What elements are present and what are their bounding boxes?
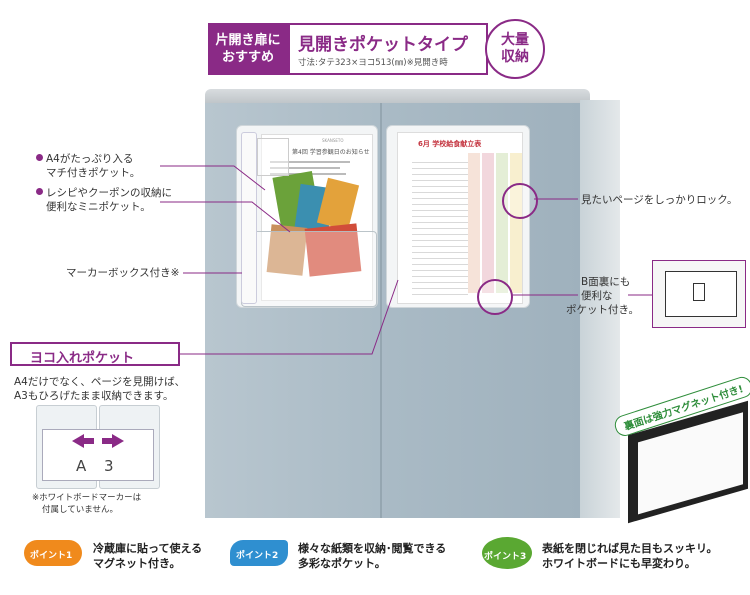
recommend-line1: 片開き扉に bbox=[215, 33, 281, 48]
capacity-badge: 大量 収納 bbox=[485, 19, 545, 79]
point2-text: 様々な紙類を収納･閲覧できる 多彩なポケット。 bbox=[298, 541, 446, 571]
point3-text: 表紙を閉じれば見た目もスッキリ。 ホワイトボードにも早変わり。 bbox=[542, 541, 718, 571]
callout-bside-line2: 便利な bbox=[581, 290, 613, 302]
point3-icon: ポイント3 bbox=[482, 537, 532, 569]
file-right-page: 6月 学校給食献立表 bbox=[386, 125, 530, 308]
menu-column bbox=[468, 153, 480, 293]
lock-magnifier bbox=[502, 183, 538, 219]
mini-pocket bbox=[257, 138, 289, 176]
gusset-pocket bbox=[241, 231, 377, 307]
right-document: 6月 学校給食献立表 bbox=[397, 132, 523, 304]
point3-badge: ポイント3 bbox=[484, 552, 527, 562]
bside-inset bbox=[652, 260, 746, 328]
point1-badge: ポイント1 bbox=[30, 551, 73, 561]
title-box: 見開きポケットタイプ 寸法:タテ323×ヨコ513(㎜)※見開き時 bbox=[288, 23, 488, 75]
point1-line2: マグネット付き。 bbox=[93, 557, 181, 570]
bside-clip bbox=[693, 283, 705, 301]
capacity-line1: 大量 bbox=[501, 32, 529, 48]
menu-column bbox=[496, 153, 508, 293]
menu-column bbox=[482, 153, 494, 293]
menu-rows bbox=[412, 157, 468, 297]
capacity-line2: 収納 bbox=[501, 49, 529, 65]
fridge-door-gap bbox=[380, 103, 382, 518]
callout-recipe-line2: 便利なミニポケット。 bbox=[46, 201, 151, 213]
bside-pocket bbox=[665, 271, 737, 317]
point2-line2: 多彩なポケット。 bbox=[298, 557, 386, 570]
recommend-line2: おすすめ bbox=[221, 50, 274, 65]
marker-note: ※ホワイトボードマーカーは 付属していません。 bbox=[32, 492, 141, 516]
point1-icon: ポイント1 bbox=[24, 540, 82, 566]
yoko-desc-line2: A3もひろげたまま収納できます。 bbox=[14, 390, 174, 402]
marker-note-line2: 付属していません。 bbox=[42, 505, 118, 515]
callout-a4-line1: A4がたっぷり入る bbox=[46, 153, 134, 165]
point3-line1: 表紙を閉じれば見た目もスッキリ。 bbox=[542, 542, 718, 555]
point3-line2: ホワイトボードにも早変わり。 bbox=[542, 557, 696, 570]
callout-a4: A4がたっぷり入る bbox=[36, 152, 133, 166]
expand-arrows-icon bbox=[72, 434, 124, 448]
yoko-pocket-title: ヨコ入れポケット bbox=[30, 351, 135, 366]
callout-marker: マーカーボックス付き※ bbox=[66, 267, 180, 279]
bside-magnifier bbox=[477, 279, 513, 315]
diagram-letter-3: 3 bbox=[104, 457, 114, 475]
callout-recipe-line1: レシピやクーポンの収納に bbox=[46, 187, 172, 199]
yoko-pocket-title-box: ヨコ入れポケット bbox=[10, 342, 180, 366]
product-size: 寸法:タテ323×ヨコ513(㎜)※見開き時 bbox=[298, 58, 448, 68]
marker-note-line1: ※ホワイトボードマーカーは bbox=[32, 493, 142, 503]
left-doc-title: 第4回 学習参観日のお知らせ bbox=[292, 149, 370, 156]
callout-recipe: レシピやクーポンの収納に bbox=[36, 186, 172, 200]
product-title: 見開きポケットタイプ bbox=[298, 35, 468, 55]
diagram-a3-sheet bbox=[42, 429, 154, 481]
line-recipe bbox=[160, 201, 291, 233]
point1-line1: 冷蔵庫に貼って使える bbox=[93, 542, 203, 555]
callout-bside-line1: B面裏にも bbox=[581, 276, 631, 288]
line-yoko bbox=[180, 279, 399, 355]
doc-line bbox=[270, 161, 350, 163]
yoko-desc-line1: A4だけでなく、ページを見開けば、 bbox=[14, 376, 186, 388]
point2-badge: ポイント2 bbox=[236, 551, 279, 561]
callout-bside-line3: ポケット付き。 bbox=[566, 304, 639, 316]
point2-icon: ポイント2 bbox=[230, 540, 288, 566]
callout-lock: 見たいページをしっかりロック。 bbox=[581, 194, 738, 206]
file-left-page: 第4回 学習参観日のお知らせ SKANSETO bbox=[236, 125, 378, 308]
recommend-tag: 片開き扉に おすすめ bbox=[208, 23, 288, 75]
left-doc-brand: SKANSETO bbox=[322, 138, 344, 143]
header-banner: 片開き扉に おすすめ 見開きポケットタイプ 寸法:タテ323×ヨコ513(㎜)※… bbox=[208, 19, 558, 79]
doc-line bbox=[270, 167, 340, 169]
a3-diagram: A 3 bbox=[36, 405, 160, 489]
callout-a4-line2: マチ付きポケット。 bbox=[46, 167, 141, 179]
menu-title: 6月 学校給食献立表 bbox=[418, 140, 482, 148]
line-a4 bbox=[160, 165, 266, 191]
diagram-letter-a: A bbox=[76, 457, 87, 475]
pocket-file: 第4回 学習参観日のお知らせ SKANSETO 6月 学校給食献立表 bbox=[236, 125, 530, 308]
fridge-top bbox=[205, 89, 590, 107]
point2-line1: 様々な紙類を収納･閲覧できる bbox=[298, 542, 447, 555]
point1-text: 冷蔵庫に貼って使える マグネット付き。 bbox=[93, 541, 202, 571]
fridge-side bbox=[580, 100, 620, 518]
